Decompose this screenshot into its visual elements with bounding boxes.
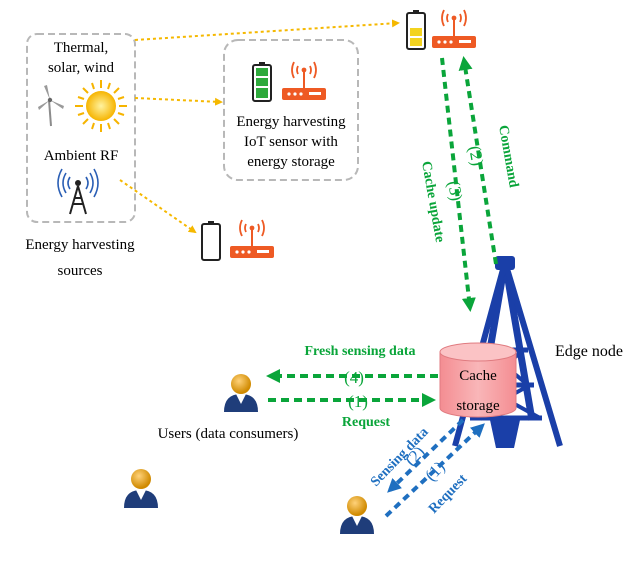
- step2-top-label: (2): [465, 144, 487, 167]
- battery-empty-icon: [201, 221, 221, 261]
- wind-turbine-icon: [38, 85, 64, 127]
- step4-label: (4): [344, 368, 364, 387]
- step3-label: (3): [444, 179, 466, 202]
- users-label: Users (data consumers): [158, 426, 299, 442]
- step1-left-label: (1): [348, 392, 368, 411]
- sources-box: [26, 33, 136, 223]
- sources-line1: Thermal,: [54, 40, 109, 56]
- iot-box-line3: energy storage: [247, 154, 335, 170]
- rf-tower-icon: [57, 168, 99, 215]
- cache-line1: Cache: [459, 368, 497, 384]
- battery-half-icon: [406, 10, 426, 50]
- battery-full-icon: [252, 62, 272, 102]
- router-icon-bottom: [230, 219, 274, 258]
- sources-caption-line2: sources: [58, 263, 103, 279]
- request-left-label: Request: [342, 415, 391, 430]
- sources-caption-line1: Energy harvesting: [25, 237, 135, 253]
- router-icon-middle: [282, 61, 326, 100]
- energy-arrow-to-top-sensor: [134, 19, 400, 41]
- cache-storage-cylinder: [439, 342, 517, 418]
- router-icon-top: [432, 9, 476, 48]
- command-arrow: [458, 56, 498, 265]
- sources-line2: solar, wind: [48, 60, 115, 76]
- cache-update-arrow: [440, 57, 476, 312]
- sun-icon: [75, 80, 127, 132]
- energy-arrow-to-bottom-sensor: [119, 179, 197, 234]
- iot-box-line1: Energy harvesting: [236, 114, 346, 130]
- user-avatar-icon: [224, 374, 258, 412]
- fresh-sensing-data-label: Fresh sensing data: [305, 344, 416, 359]
- user-avatar-icon: [124, 469, 158, 508]
- ambient-rf-label: Ambient RF: [44, 148, 119, 164]
- iot-sensor-box: [223, 39, 359, 181]
- edge-node-label: Edge node: [555, 343, 623, 360]
- cache-line2: storage: [456, 398, 500, 414]
- request-arrow-bottom: [384, 423, 485, 518]
- cache-update-label: Cache update: [418, 160, 447, 243]
- iot-box-line2: IoT sensor with: [244, 134, 338, 150]
- energy-arrow-to-middle-sensor: [134, 97, 223, 106]
- command-label: Command: [495, 124, 521, 189]
- user-avatar-icon: [340, 496, 374, 534]
- sensing-data-arrow: [387, 418, 465, 493]
